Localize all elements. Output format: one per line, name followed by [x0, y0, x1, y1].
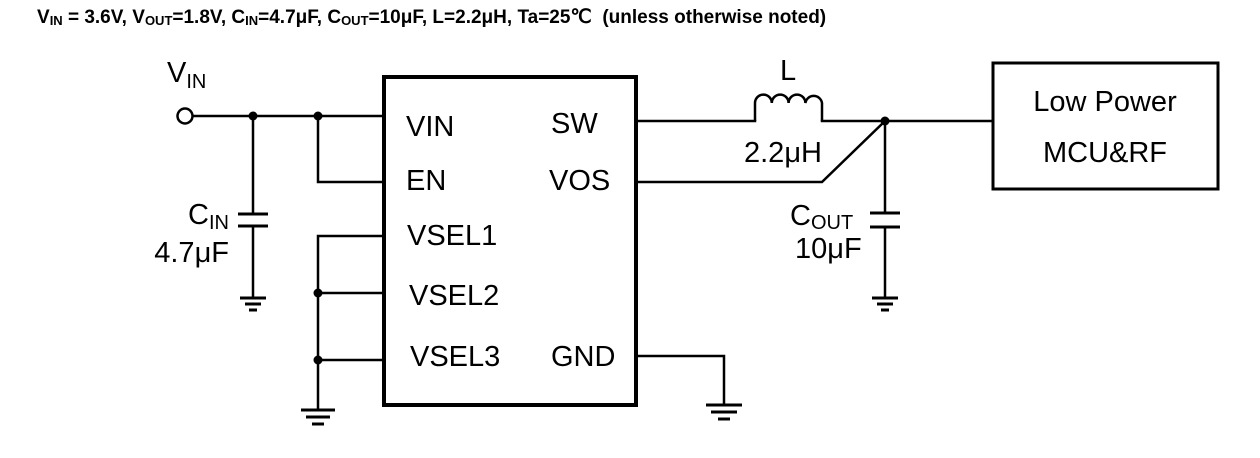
- junction-dot: [313, 288, 323, 298]
- vout-subscript: OUT: [144, 13, 173, 28]
- vout-symbol: V: [132, 7, 145, 28]
- pin-vsel2: VSEL2: [409, 280, 499, 312]
- inductor-label: L: [780, 55, 796, 87]
- load-label-line2: MCU&RF: [1043, 137, 1167, 169]
- cout-symbol: C: [327, 7, 342, 28]
- pin-vin: VIN: [406, 111, 454, 143]
- en-wire: [316, 114, 386, 184]
- vsel-ground-icon: [301, 408, 335, 426]
- test-conditions-header: VIN = 3.6V, VOUT=1.8V, CIN=4.7μF, COUT=1…: [37, 6, 826, 29]
- cin-subscript: IN: [245, 13, 259, 28]
- cin-value: 4.7μF: [154, 237, 229, 269]
- cout-capacitor-icon: [870, 211, 900, 229]
- cout-label: COUT: [790, 200, 853, 234]
- junction-dot: [313, 111, 323, 121]
- pin-gnd: GND: [551, 341, 615, 373]
- cin-capacitor-icon: [238, 212, 268, 228]
- pin-sw: SW: [551, 108, 598, 140]
- pin-en: EN: [406, 165, 446, 197]
- ic-ground-icon: [706, 403, 742, 421]
- cin-symbol: C: [231, 7, 246, 28]
- vos-wire: [634, 119, 887, 184]
- inductor-icon: [753, 93, 824, 121]
- gnd-wire: [634, 354, 726, 407]
- inductor-value: 2.2μH: [744, 137, 822, 169]
- pin-vsel1: VSEL1: [407, 220, 497, 252]
- regulator-ic: [382, 75, 638, 407]
- vin-subscript: IN: [49, 13, 63, 28]
- junction-dot: [248, 111, 258, 121]
- pin-vsel3: VSEL3: [410, 341, 500, 373]
- vin-terminal-icon: [176, 107, 194, 125]
- vin-symbol: V: [37, 7, 50, 28]
- cout-rest-value: =10μF, L=2.2μH, Ta=25℃ (unless otherwise…: [368, 7, 827, 28]
- load-label-line1: Low Power: [1033, 86, 1177, 118]
- cout-ground-icon: [872, 296, 898, 312]
- junction-dot: [313, 355, 323, 365]
- pin-vos: VOS: [549, 165, 610, 197]
- cin-value: =4.7μF,: [258, 7, 328, 28]
- cout-value: 10μF: [795, 233, 862, 265]
- vout-value: =1.8V,: [172, 7, 232, 28]
- vsel-tie-wire: [316, 234, 386, 410]
- load-box: [991, 61, 1220, 191]
- cin-ground-icon: [240, 296, 266, 312]
- cout-subscript: OUT: [341, 13, 369, 28]
- vin-value: = 3.6V,: [62, 7, 133, 28]
- junction-dot: [880, 116, 890, 126]
- cin-label: CIN: [188, 199, 229, 234]
- vin-label: VIN: [167, 57, 206, 93]
